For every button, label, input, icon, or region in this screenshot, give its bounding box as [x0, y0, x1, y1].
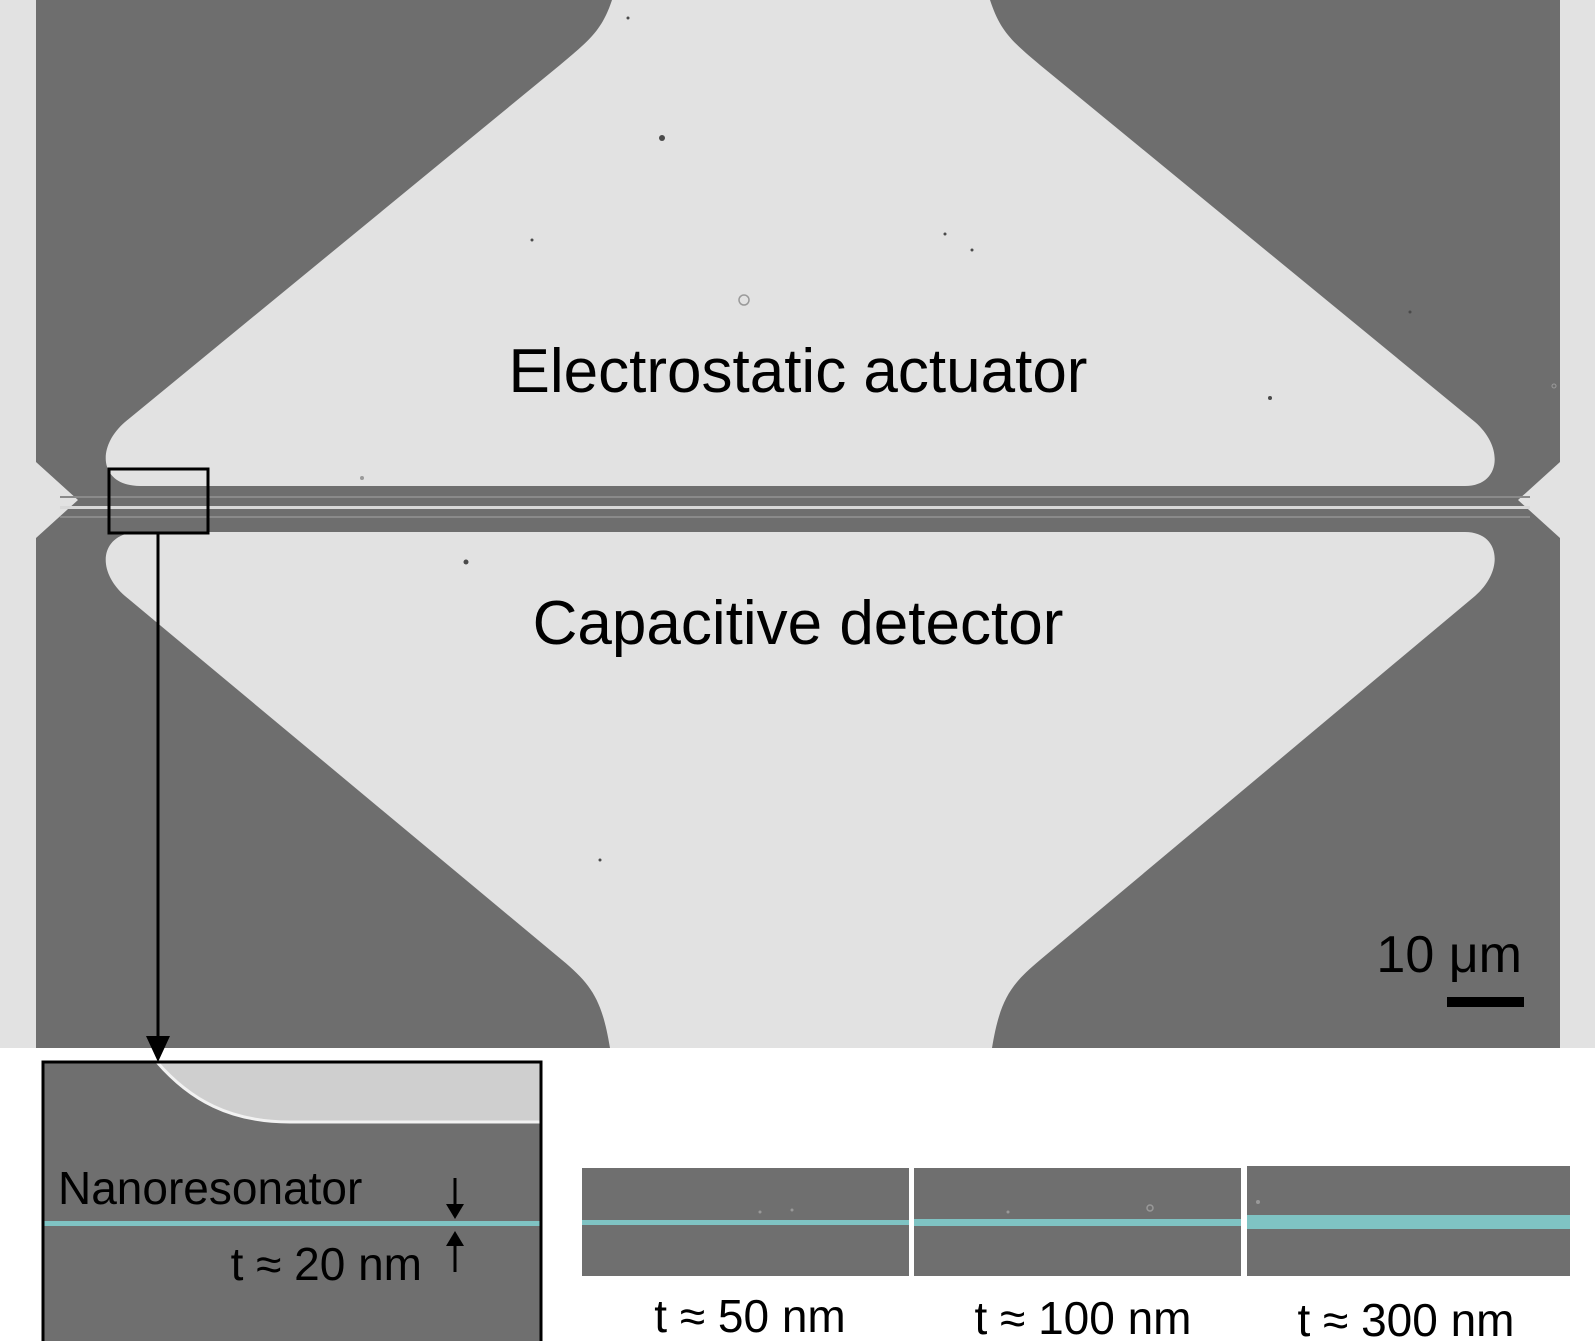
panel-50nm — [582, 1168, 909, 1276]
nanoresonator-label: Nanoresonator — [58, 1162, 362, 1214]
zoom-arrow-icon — [146, 533, 170, 1062]
sem-main-image: Electrostatic actuator Capacitive detect… — [0, 0, 1595, 1048]
nanoresonator-beam — [60, 506, 1530, 509]
inset-resonator — [43, 1221, 541, 1226]
resonator-100nm — [914, 1219, 1241, 1226]
thickness-label-100nm: t ≈ 100 nm — [974, 1292, 1191, 1341]
thickness-label-300nm: t ≈ 300 nm — [1297, 1294, 1514, 1341]
actuator-label: Electrostatic actuator — [509, 337, 1088, 406]
right-clamp-electrode — [1518, 0, 1595, 1048]
surface-particles — [360, 16, 1557, 862]
resonator-50nm — [582, 1220, 909, 1225]
actuator-electrode — [105, 0, 1495, 486]
dimension-arrows-icon — [446, 1178, 464, 1272]
thickness-label-50nm: t ≈ 50 nm — [654, 1290, 845, 1341]
scale-bar-label: 10 μm — [1376, 926, 1522, 984]
zoom-inset: Nanoresonator t ≈ 20 nm — [41, 1060, 543, 1341]
thickness-label-20nm: t ≈ 20 nm — [231, 1238, 422, 1290]
detector-label: Capacitive detector — [533, 589, 1064, 658]
scale-bar — [1447, 997, 1524, 1007]
left-clamp-electrode — [0, 0, 78, 1048]
panel-300nm — [1247, 1166, 1570, 1276]
detector-electrode — [105, 532, 1495, 1048]
resonator-300nm — [1247, 1215, 1570, 1229]
panel-100nm — [914, 1168, 1241, 1276]
